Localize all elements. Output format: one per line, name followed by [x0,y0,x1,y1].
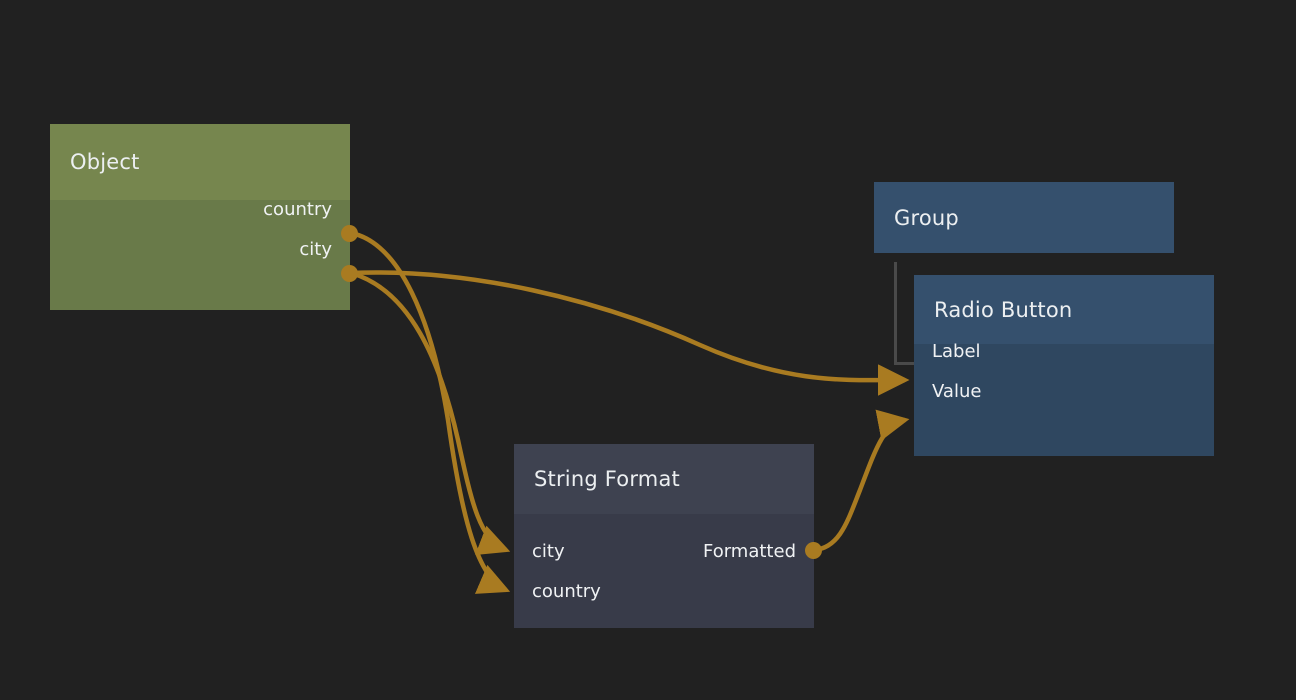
node-string-format-header[interactable]: String Format [514,444,814,514]
output-port-label-formatted: Formatted [703,540,796,562]
input-port-row-value[interactable]: Value [914,378,1214,404]
node-string-format[interactable]: String Format city country Formatted [514,444,814,628]
output-port-dot-object-city[interactable] [341,265,358,282]
node-radio-button-title: Radio Button [934,297,1073,322]
node-radio-button-body: Label Value [914,341,1214,456]
input-port-label-city: city [532,540,565,562]
output-port-row-city[interactable]: city [50,236,350,262]
node-object-body: country city [50,199,350,310]
input-port-label-label: Label [932,340,981,362]
output-port-dot-object-country[interactable] [341,225,358,242]
node-radio-button[interactable]: Radio Button Label Value [914,275,1214,456]
node-object-header[interactable]: Object [50,124,350,200]
input-port-row-city[interactable]: city [514,538,814,564]
node-radio-button-header[interactable]: Radio Button [914,275,1214,344]
node-object-title: Object [70,150,140,174]
output-port-label-city: city [299,238,332,260]
output-port-label-country: country [263,198,332,220]
edge-format-formatted-to-radio-value [813,409,910,553]
node-group[interactable]: Group [874,182,1174,253]
output-port-dot-format-formatted[interactable] [805,542,822,559]
node-group-title: Group [894,205,959,230]
input-port-label-value: Value [932,380,982,402]
edge-object-city-to-radio-label [350,270,910,396]
edge-object-city-to-format-city [350,270,511,555]
output-port-row-formatted[interactable]: Formatted [514,538,814,564]
output-port-row-country[interactable]: country [50,196,350,222]
input-port-row-country[interactable]: country [514,578,814,604]
node-string-format-body: city country Formatted [514,514,814,628]
input-port-row-label[interactable]: Label [914,338,1214,364]
edge-object-country-to-format-country [350,230,511,594]
input-port-label-country: country [532,580,601,602]
node-object[interactable]: Object country city [50,124,350,310]
node-group-header[interactable]: Group [874,182,1174,253]
node-string-format-title: String Format [534,467,680,491]
